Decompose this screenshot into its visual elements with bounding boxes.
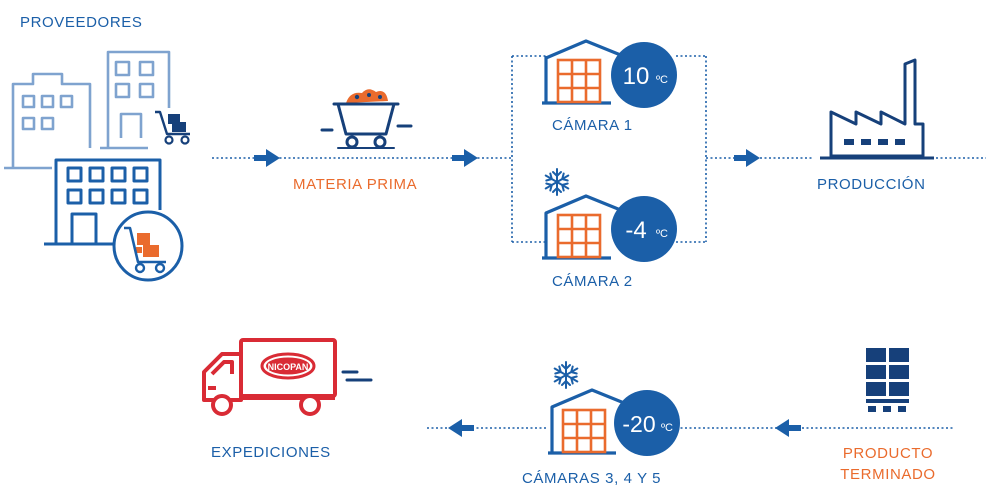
arrow-icon [448, 419, 474, 437]
svg-text:-20: -20 [622, 411, 655, 437]
temperature-badge: -4 ºC [611, 196, 677, 262]
svg-text:ºC: ºC [656, 228, 668, 240]
pallet-boxes-icon [866, 348, 909, 412]
raw-material-label: MATERIA PRIMA [293, 176, 418, 193]
svg-text:ºC: ºC [661, 422, 673, 434]
factory-icon [820, 58, 934, 160]
svg-text:10: 10 [623, 63, 650, 90]
warehouse-icon: -20 ºC [548, 388, 680, 456]
snowflake-icon [553, 361, 579, 389]
arrow-icon [775, 419, 801, 437]
svg-text:ºC: ºC [656, 74, 668, 86]
delivery-truck-icon: NICOPAN [202, 338, 373, 416]
hand-truck-icon [155, 110, 190, 145]
svg-text:NICOPAN: NICOPAN [268, 362, 309, 372]
svg-text:-4: -4 [625, 217, 646, 244]
temperature-badge: 10 ºC [611, 42, 677, 108]
production-label: PRODUCCIÓN [817, 176, 926, 193]
flow-arrows [254, 149, 801, 437]
hand-truck-icon [112, 210, 184, 282]
suppliers-label: PROVEEDORES [20, 14, 143, 31]
temperature-badge: -20 ºC [614, 390, 680, 456]
mine-cart-icon [320, 89, 413, 149]
finished-product-line1: PRODUCTO [842, 445, 934, 462]
chamber2-label: CÁMARA 2 [552, 273, 633, 290]
finished-product-line2: TERMINADO [840, 466, 936, 483]
arrow-icon [254, 149, 280, 167]
buildings-icon [4, 50, 190, 282]
chambers345-label: CÁMARAS 3, 4 Y 5 [522, 470, 662, 487]
chamber1-label: CÁMARA 1 [552, 117, 633, 134]
finished-product-label: PRODUCTO TERMINADO [833, 443, 943, 485]
snowflake-icon [544, 168, 570, 196]
shipping-label: EXPEDICIONES [211, 444, 331, 461]
warehouse-icon: 10 ºC [542, 39, 677, 108]
arrow-icon [452, 149, 478, 167]
arrow-icon [734, 149, 760, 167]
warehouse-icon: -4 ºC [542, 194, 677, 262]
